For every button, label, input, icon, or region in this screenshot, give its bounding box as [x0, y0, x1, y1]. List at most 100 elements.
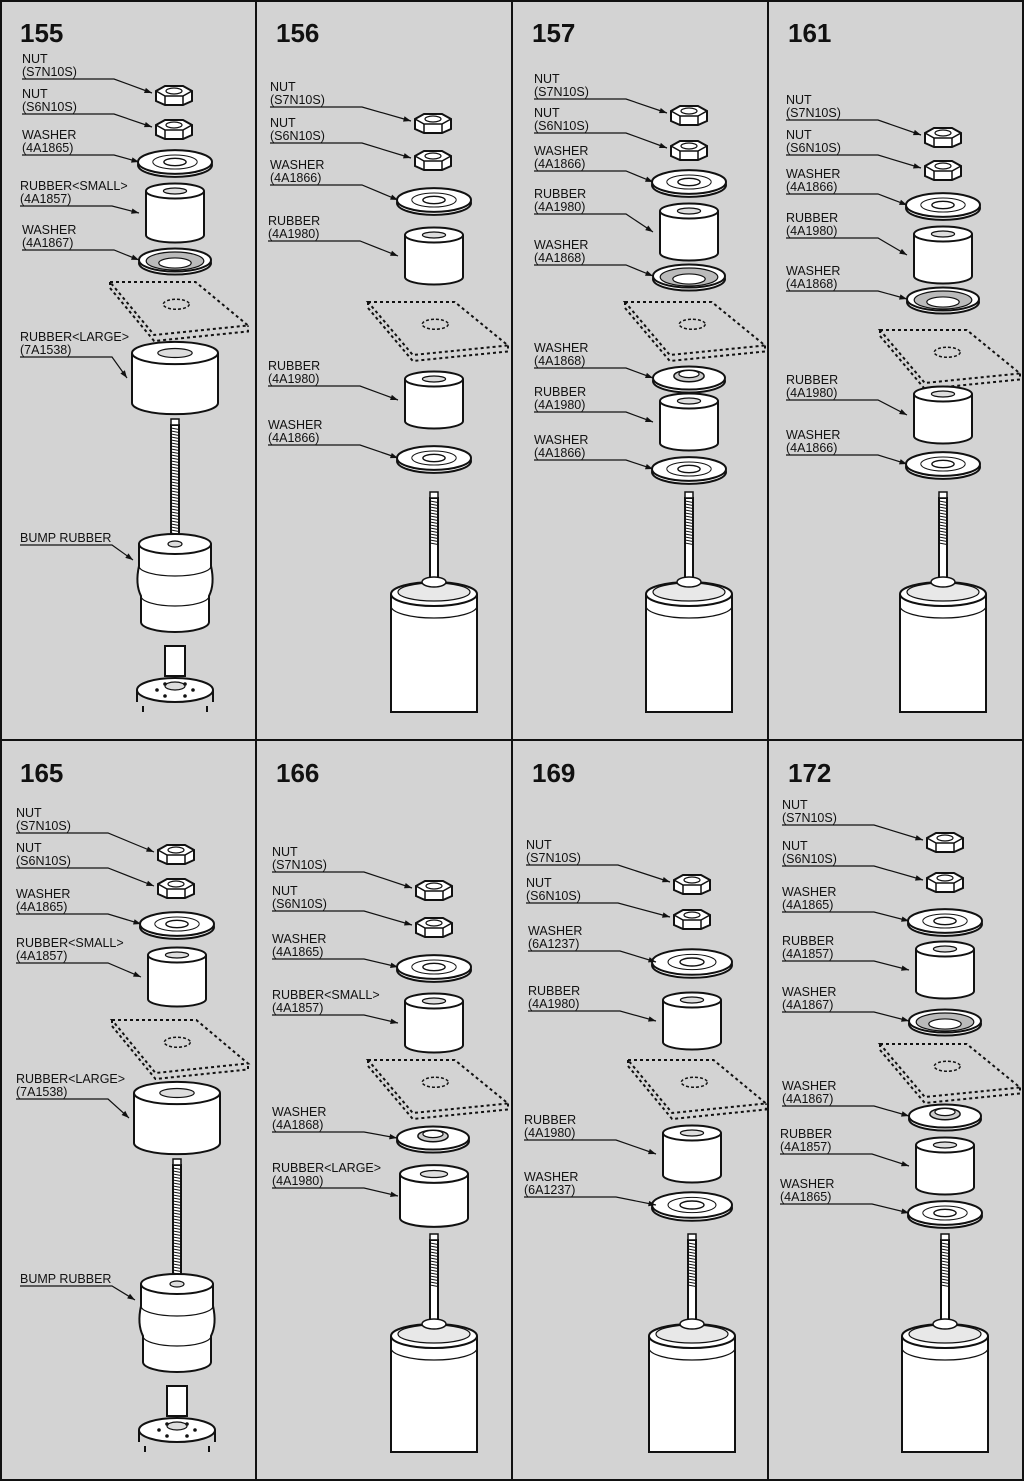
leader-arrow — [901, 1208, 909, 1214]
part-label: NUT — [786, 128, 812, 142]
leader-line — [528, 1010, 657, 1022]
leader-line — [272, 1014, 399, 1024]
part-label: WASHER — [534, 341, 588, 355]
leader-arrow — [648, 957, 656, 963]
part-label: WASHER — [782, 1079, 836, 1093]
leader-line — [534, 411, 654, 423]
part-number: (S7N10S) — [16, 819, 71, 833]
leader-arrow — [127, 1293, 135, 1300]
leader-line — [786, 154, 922, 169]
leader-arrow — [901, 1016, 909, 1022]
leader-arrow — [390, 1018, 398, 1024]
leader-line — [786, 193, 908, 206]
part-label: NUT — [16, 806, 42, 820]
part-label: WASHER — [524, 1170, 578, 1184]
part-label: WASHER — [782, 885, 836, 899]
part-number: (4A1980) — [272, 1174, 323, 1188]
leader-line — [272, 1131, 398, 1139]
part-number: (S7N10S) — [270, 93, 325, 107]
leader-line — [782, 911, 910, 922]
part-number: (4A1867) — [782, 1092, 833, 1106]
leader-arrow — [645, 372, 653, 378]
panel-169: 169NUT(S7N10S)NUT(S6N10S)WASHER(6A1237)R… — [524, 758, 769, 1453]
leader-arrow — [915, 875, 923, 881]
part-number: (4A1866) — [268, 431, 319, 445]
part-number: (S7N10S) — [272, 858, 327, 872]
leader-arrow — [648, 1200, 656, 1207]
rubber-bushing — [404, 235, 464, 286]
part-number: (4A1868) — [534, 251, 585, 265]
leader-line — [524, 1196, 657, 1206]
leader-arrow — [403, 116, 411, 122]
part-number: (4A1865) — [22, 141, 73, 155]
leader-arrow — [390, 452, 398, 459]
part-label: NUT — [526, 838, 552, 852]
bump-rubber — [138, 1284, 216, 1373]
damper-body — [645, 594, 733, 713]
leader-line — [786, 237, 908, 256]
leader-arrow — [390, 1191, 398, 1197]
part-number: (4A1857) — [16, 949, 67, 963]
part-label: WASHER — [780, 1177, 834, 1191]
leader-line — [272, 871, 413, 889]
panel-number: 165 — [20, 758, 63, 788]
leader-line — [782, 1011, 910, 1022]
rubber-bushing — [913, 234, 973, 285]
part-number: (S6N10S) — [272, 897, 327, 911]
leader-line — [22, 154, 140, 163]
part-number: (S6N10S) — [270, 129, 325, 143]
part-number: (S6N10S) — [534, 119, 589, 133]
damper-body — [899, 594, 987, 713]
leader-arrow — [390, 962, 398, 968]
leader-arrow — [659, 107, 667, 114]
leader-arrow — [899, 248, 907, 255]
part-number: (4A1980) — [534, 200, 585, 214]
leader-arrow — [645, 464, 653, 470]
part-label: WASHER — [268, 418, 322, 432]
leader-line — [268, 240, 399, 257]
leader-line — [272, 910, 413, 926]
leader-arrow — [389, 1133, 397, 1140]
part-label: NUT — [786, 93, 812, 107]
leader-line — [528, 950, 657, 963]
leader-line — [16, 832, 155, 853]
leader-arrow — [390, 194, 398, 200]
part-number: (4A1980) — [786, 224, 837, 238]
part-number: (4A1867) — [22, 236, 73, 250]
part-label: RUBBER<SMALL> — [272, 988, 380, 1002]
part-label: RUBBER — [534, 385, 586, 399]
leader-arrow — [133, 919, 141, 925]
part-number: (4A1866) — [786, 180, 837, 194]
leader-line — [268, 444, 399, 459]
part-label: WASHER — [782, 985, 836, 999]
part-number: (4A1866) — [786, 441, 837, 455]
leader-line — [534, 459, 654, 470]
part-number: (4A1857) — [20, 192, 71, 206]
panel-157: 157NUT(S7N10S)NUT(S6N10S)WASHER(4A1866)R… — [532, 18, 768, 713]
part-number: (4A1868) — [534, 354, 585, 368]
part-label: WASHER — [270, 158, 324, 172]
part-number: (S6N10S) — [526, 889, 581, 903]
rubber-bushing — [131, 353, 219, 416]
panel-165: 165NUT(S7N10S)NUT(S6N10S)WASHER(4A1865)R… — [16, 758, 251, 1452]
rubber-bushing — [662, 1133, 722, 1184]
part-label: WASHER — [272, 932, 326, 946]
leader-line — [524, 1139, 657, 1155]
leader-arrow — [144, 121, 152, 128]
leader-arrow — [404, 883, 412, 889]
leader-arrow — [131, 208, 139, 214]
damper-body — [390, 1336, 478, 1453]
leader-line — [22, 113, 153, 128]
leader-line — [20, 205, 140, 214]
part-label: NUT — [534, 106, 560, 120]
part-number: (S7N10S) — [526, 851, 581, 865]
leader-line — [534, 170, 654, 183]
part-number: (S6N10S) — [16, 854, 71, 868]
part-label: NUT — [526, 876, 552, 890]
rubber-bushing — [145, 191, 205, 244]
panel-155: 155NUT(S7N10S)NUT(S6N10S)WASHER(4A1865)R… — [20, 18, 251, 712]
panel-number: 161 — [788, 18, 831, 48]
leader-line — [782, 824, 924, 841]
leader-line — [270, 184, 399, 201]
leader-arrow — [899, 294, 907, 300]
